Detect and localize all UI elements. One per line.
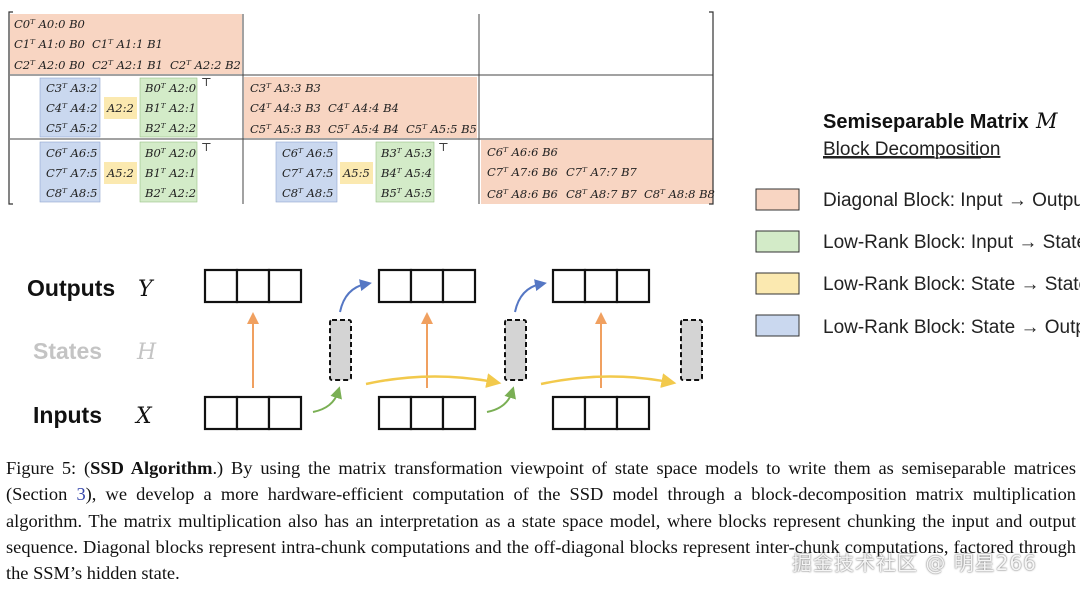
entry: A2:2 xyxy=(106,101,134,115)
caption-text-1: By using the matrix transformation viewp… xyxy=(6,458,1076,505)
entry: C2ᵀ A2:1 B1 xyxy=(92,58,163,72)
entry: C4ᵀ A4:3 B3 xyxy=(250,101,321,115)
output-chunk-1 xyxy=(203,268,303,304)
entry: C8ᵀ A8:5 xyxy=(282,186,333,200)
transpose-mark: ⊤ xyxy=(201,75,212,89)
legend: Semiseparable Matrix M Block Decompositi… xyxy=(755,109,1080,338)
legend-label-input-state: Low-Rank Block: Input → State xyxy=(823,232,1080,253)
low-rank-block-2-1: C6ᵀ A6:5 C7ᵀ A7:5 C8ᵀ A8:5 A5:5 B3ᵀ A5:3… xyxy=(275,140,449,203)
row-label-outputs: Outputs xyxy=(27,275,115,301)
diag-block-1 xyxy=(244,77,477,138)
entry: C6ᵀ A6:5 xyxy=(46,146,97,160)
entry: C5ᵀ A5:3 B3 xyxy=(250,122,321,136)
input-chunk-2 xyxy=(377,395,477,431)
caption-text-2: ), we develop a more hardware-efficient … xyxy=(6,484,1077,584)
entry: C7ᵀ A7:6 B6 xyxy=(487,165,558,179)
figure-caption: Figure 5: (SSD Algorithm.) By using the … xyxy=(6,458,1077,584)
entry: B2ᵀ A2:2 xyxy=(144,121,196,135)
entry: C8ᵀ A8:5 xyxy=(46,186,97,200)
entry: C0ᵀ A0:0 B0 xyxy=(14,17,85,31)
legend-subtitle: Block Decomposition xyxy=(823,139,1000,160)
input-chunk-1 xyxy=(203,395,303,431)
entry: B1ᵀ A2:1 xyxy=(144,101,196,115)
transpose-mark: ⊤ xyxy=(438,140,449,154)
arrow-state-output-1 xyxy=(339,279,372,313)
entry: C4ᵀ A4:2 xyxy=(46,101,97,115)
input-chunk-3 xyxy=(551,395,651,431)
arrow-state-output-2 xyxy=(514,279,547,313)
ssd-diagram: Outputs Y States H Inputs X xyxy=(27,268,703,431)
state-box-2 xyxy=(504,319,527,381)
entry: C5ᵀ A5:2 xyxy=(46,121,97,135)
row-label-inputs: Inputs xyxy=(33,402,102,428)
entry: C1ᵀ A1:0 B0 xyxy=(14,37,85,51)
legend-swatch-state-state xyxy=(755,272,800,295)
entry: B4ᵀ A5:4 xyxy=(380,166,432,180)
arrow-state-state-1 xyxy=(365,373,502,388)
entry: C6ᵀ A6:5 xyxy=(282,146,333,160)
row-symbol-y: Y xyxy=(138,277,155,302)
section-reference-link[interactable]: 3 xyxy=(76,484,86,505)
entry: A5:5 xyxy=(342,166,370,180)
entry: B3ᵀ A5:3 xyxy=(380,146,432,160)
low-rank-block-2-0: C6ᵀ A6:5 C7ᵀ A7:5 C8ᵀ A8:5 A5:2 B0ᵀ A2:0… xyxy=(39,140,212,203)
diag-block-0 xyxy=(10,14,242,74)
state-box-3 xyxy=(680,319,703,381)
legend-title: Semiseparable Matrix xyxy=(823,111,1029,133)
legend-title-symbol: M xyxy=(1035,109,1058,133)
legend-swatch-state-output xyxy=(755,314,800,337)
entry: C5ᵀ A5:5 B5 xyxy=(406,122,477,136)
entry: B5ᵀ A5:5 xyxy=(380,186,432,200)
entry: C7ᵀ A7:5 xyxy=(282,166,333,180)
right-bracket xyxy=(709,11,714,205)
entry: C2ᵀ A2:0 B0 xyxy=(14,58,85,72)
entry: C5ᵀ A5:4 B4 xyxy=(328,122,399,136)
row-symbol-h: H xyxy=(136,340,157,365)
entry: C6ᵀ A6:6 B6 xyxy=(487,145,558,159)
output-chunk-3 xyxy=(551,268,651,304)
entry: B2ᵀ A2:2 xyxy=(144,186,196,200)
row-label-states: States xyxy=(33,338,102,364)
left-bracket xyxy=(8,11,13,205)
arrow-state-state-2 xyxy=(540,373,677,388)
caption-figure-number: Figure 5: xyxy=(6,458,77,478)
entry: C7ᵀ A7:5 xyxy=(46,166,97,180)
entry: C2ᵀ A2:2 B2 xyxy=(170,58,241,72)
arrow-input-state-1 xyxy=(312,386,342,413)
diag-block-2 xyxy=(481,140,713,204)
entry: B0ᵀ A2:0 xyxy=(144,146,196,160)
output-chunk-2 xyxy=(377,268,477,304)
row-symbol-x: X xyxy=(134,404,153,429)
entry: A5:2 xyxy=(106,166,134,180)
watermark: 掘金技术社区 @ 明星266 xyxy=(792,551,1037,575)
state-box-1 xyxy=(329,319,352,381)
low-rank-block-1-0: C3ᵀ A3:2 C4ᵀ A4:2 C5ᵀ A5:2 A2:2 B0ᵀ A2:0… xyxy=(39,75,212,138)
entry: C8ᵀ A8:7 B7 xyxy=(566,187,638,201)
caption-title: SSD Algorithm xyxy=(90,458,213,478)
legend-label-state-state: Low-Rank Block: State → State xyxy=(823,274,1080,295)
entry: C8ᵀ A8:6 B6 xyxy=(487,187,558,201)
semiseparable-matrix: C0ᵀ A0:0 B0 C1ᵀ A1:0 B0 C1ᵀ A1:1 B1 C2ᵀ … xyxy=(8,11,715,205)
entry: C8ᵀ A8:8 B8 xyxy=(644,187,715,201)
legend-swatch-input-state xyxy=(755,230,800,253)
transpose-mark: ⊤ xyxy=(201,140,212,154)
legend-swatch-diagonal xyxy=(755,188,800,211)
entry: C1ᵀ A1:1 B1 xyxy=(92,37,163,51)
entry: C4ᵀ A4:4 B4 xyxy=(328,101,399,115)
legend-label-state-output: Low-Rank Block: State → Output xyxy=(823,317,1080,338)
arrow-input-state-2 xyxy=(486,386,516,413)
entry: C7ᵀ A7:7 B7 xyxy=(566,165,638,179)
entry: C3ᵀ A3:3 B3 xyxy=(250,81,321,95)
entry: C3ᵀ A3:2 xyxy=(46,81,97,95)
entry: B1ᵀ A2:1 xyxy=(144,166,196,180)
legend-label-diagonal: Diagonal Block: Input → Output xyxy=(823,190,1080,211)
entry: B0ᵀ A2:0 xyxy=(144,81,196,95)
